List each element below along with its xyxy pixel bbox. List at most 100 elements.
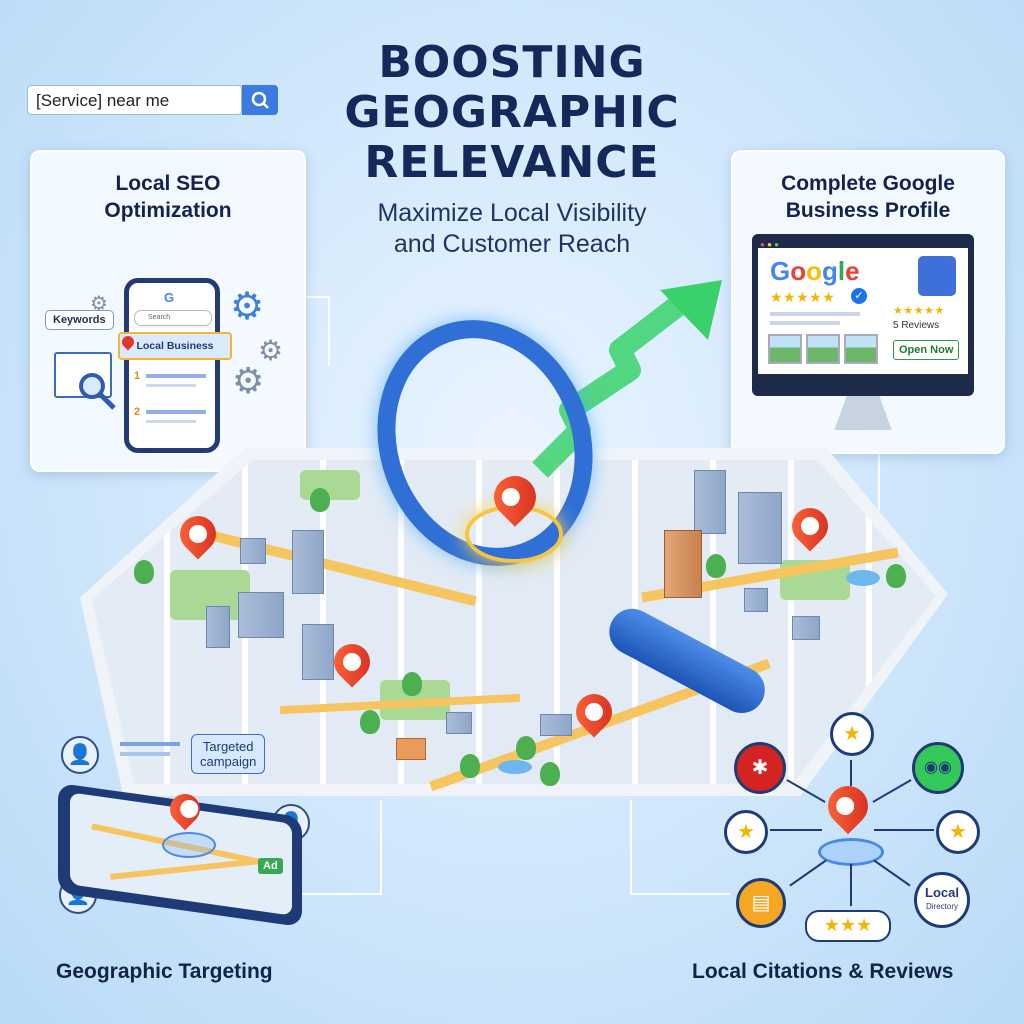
gbp-title: Complete Google Business Profile bbox=[733, 170, 1003, 224]
targeted-campaign-bubble: Targeted campaign bbox=[191, 734, 266, 774]
geographic-targeting-label: Geographic Targeting bbox=[56, 960, 273, 983]
subtitle: Maximize Local Visibility and Customer R… bbox=[262, 198, 762, 260]
tree-icon bbox=[460, 754, 480, 778]
connector-line bbox=[630, 893, 730, 895]
gbp-title-line-1: Complete Google bbox=[781, 172, 955, 195]
connector-line bbox=[380, 800, 382, 895]
local-seo-title-line-1: Local SEO bbox=[115, 172, 221, 195]
verified-icon: ✓ bbox=[851, 288, 867, 304]
local-directory-subtitle: Directory bbox=[925, 902, 958, 911]
photo-thumbnail-icon bbox=[806, 334, 840, 364]
local-business-tag: Local Business bbox=[118, 332, 232, 360]
google-logo-letter: g bbox=[822, 256, 838, 286]
tripadvisor-icon: ◉◉ bbox=[912, 742, 964, 794]
connector-line bbox=[300, 296, 330, 298]
local-seo-title: Local SEO Optimization bbox=[32, 170, 304, 224]
page-title-line-2: GEOGRAPHIC bbox=[344, 87, 680, 138]
building-icon bbox=[738, 492, 782, 564]
review-doc-icon: ▤ bbox=[736, 878, 786, 928]
google-g-icon: G bbox=[164, 290, 175, 305]
google-logo: Google bbox=[770, 256, 860, 287]
rating-strip: ★★★ bbox=[805, 910, 891, 942]
arrow-connector bbox=[770, 829, 822, 831]
star-rating-small: ★★★★★ bbox=[893, 305, 945, 317]
building-icon bbox=[540, 714, 572, 736]
tree-icon bbox=[540, 762, 560, 786]
star-badge-icon: ★ bbox=[936, 810, 980, 854]
pond bbox=[498, 760, 532, 774]
search-button[interactable] bbox=[242, 85, 278, 115]
tree-icon bbox=[134, 560, 154, 584]
local-citations-label: Local Citations & Reviews bbox=[692, 960, 954, 983]
google-logo-letter: o bbox=[790, 256, 807, 286]
google-logo-letter: o bbox=[806, 256, 823, 286]
gear-icon: ⚙ bbox=[232, 360, 265, 401]
google-logo-letter: G bbox=[770, 256, 791, 286]
google-logo-letter: e bbox=[845, 256, 860, 286]
reviews-count: 5 Reviews bbox=[893, 320, 940, 331]
connector-line bbox=[328, 296, 330, 366]
tree-icon bbox=[402, 672, 422, 696]
arrow-connector bbox=[850, 864, 852, 906]
gear-icon: ⚙ bbox=[258, 335, 284, 366]
phone-search-placeholder: Search bbox=[148, 314, 171, 321]
connector-line bbox=[878, 450, 880, 510]
building-icon bbox=[446, 712, 472, 734]
arrow-connector bbox=[874, 829, 934, 831]
search-icon bbox=[251, 91, 269, 109]
building-icon bbox=[240, 538, 266, 564]
star-badge-icon: ★ bbox=[724, 810, 768, 854]
gear-icon: ⚙ bbox=[230, 286, 265, 328]
photo-thumbnail-icon bbox=[768, 334, 802, 364]
growth-arrow-icon bbox=[532, 280, 722, 478]
title-block: BOOSTING GEOGRAPHIC RELEVANCE Maximize L… bbox=[262, 38, 762, 260]
tree-icon bbox=[886, 564, 906, 588]
arrow-connector bbox=[872, 779, 912, 803]
building-icon bbox=[302, 624, 334, 680]
star-badge-icon: ★ bbox=[830, 712, 874, 756]
pond bbox=[846, 570, 880, 586]
gear-icon: ⚙ bbox=[90, 293, 108, 315]
tree-icon bbox=[360, 710, 380, 734]
building-icon bbox=[238, 592, 284, 638]
result-line bbox=[120, 752, 170, 756]
gbp-title-line-2: Business Profile bbox=[785, 199, 951, 222]
result-line bbox=[146, 374, 206, 378]
arrow-connector bbox=[873, 859, 911, 887]
phone-search-bar bbox=[134, 310, 212, 326]
building-icon bbox=[792, 616, 820, 640]
search-input[interactable]: [Service] near me bbox=[27, 85, 242, 115]
store-icon bbox=[918, 256, 956, 296]
targeted-bubble-line-1: Targeted bbox=[202, 739, 254, 754]
building-icon bbox=[396, 738, 426, 760]
targeted-bubble-line-2: campaign bbox=[200, 754, 257, 769]
connector-line bbox=[630, 800, 632, 895]
google-logo-letter: l bbox=[837, 256, 846, 286]
result-line bbox=[146, 420, 196, 423]
map-pin-icon bbox=[819, 777, 877, 835]
local-directory-icon: Local Directory bbox=[914, 872, 970, 928]
result-line bbox=[770, 321, 840, 325]
building-icon bbox=[292, 530, 324, 594]
connector-line bbox=[300, 893, 382, 895]
building-icon bbox=[664, 530, 702, 598]
building-icon bbox=[744, 588, 768, 612]
building-icon bbox=[206, 606, 230, 648]
page-title-line-3: RELEVANCE bbox=[364, 137, 660, 188]
local-seo-title-line-2: Optimization bbox=[104, 199, 232, 222]
result-line bbox=[770, 312, 860, 316]
arrow-connector bbox=[789, 859, 827, 887]
target-radius bbox=[162, 832, 216, 858]
rank-number: 1 bbox=[134, 370, 141, 382]
window-dots: ● ● ● bbox=[760, 240, 779, 249]
photo-thumbnail-icon bbox=[844, 334, 878, 364]
page-title-line-1: BOOSTING bbox=[378, 37, 646, 88]
tree-icon bbox=[310, 488, 330, 512]
building-icon bbox=[694, 470, 726, 534]
rank-number: 2 bbox=[134, 406, 141, 418]
magnifier-icon bbox=[79, 373, 116, 410]
park-area bbox=[300, 470, 360, 500]
result-line bbox=[146, 384, 196, 387]
local-directory-title: Local bbox=[925, 885, 959, 900]
result-line bbox=[120, 742, 180, 746]
